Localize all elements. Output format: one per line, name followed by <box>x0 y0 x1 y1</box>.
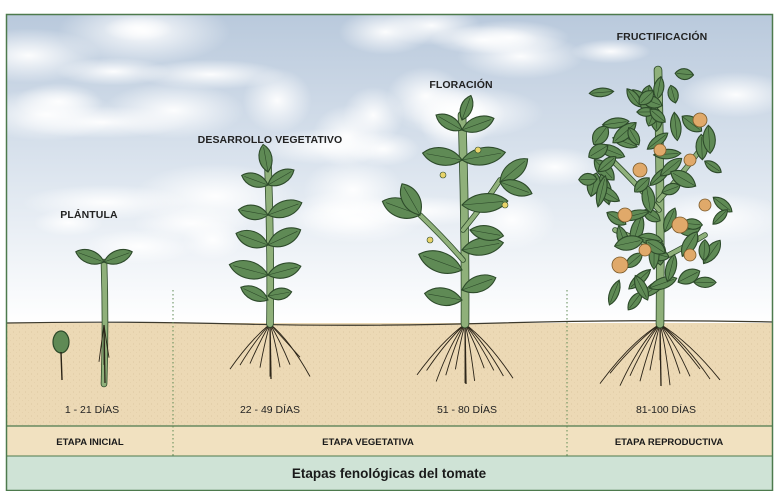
days-floracion: 51 - 80 DÍAS <box>437 403 497 416</box>
cloud-puff <box>430 25 538 54</box>
cloud-puff <box>339 9 433 54</box>
seed <box>53 331 69 353</box>
stage-title-fructificacion: FRUCTIFICACIÓN <box>617 30 708 43</box>
stage-title-plantula: PLÁNTULA <box>60 208 118 221</box>
phase-etapa-inicial: ETAPA INICIAL <box>56 437 124 448</box>
tomato-fruit <box>684 249 696 261</box>
tomato-fruit <box>672 217 688 233</box>
cloud-puff <box>15 83 103 120</box>
cloud-puff <box>182 220 243 260</box>
tomato-fruit <box>612 257 628 273</box>
flower <box>502 202 508 208</box>
phase-etapa-vegetativa: ETAPA VEGETATIVA <box>322 437 414 448</box>
tomato-fruit <box>633 163 647 177</box>
cloud-puff <box>102 82 244 138</box>
cloud-puff <box>343 87 404 144</box>
flower <box>427 237 433 243</box>
flower <box>475 147 481 153</box>
tomato-fruit <box>654 144 666 156</box>
days-plantula: 1 - 21 DÍAS <box>65 403 119 416</box>
cloud-puff <box>303 157 404 222</box>
stage-title-desarrollo-vegetativo: DESARROLLO VEGETATIVO <box>198 134 343 146</box>
cloud-puff <box>571 39 651 63</box>
days-fructificacion: 81-100 DÍAS <box>636 403 696 416</box>
tomato-fruit <box>699 199 711 211</box>
tomato-fruit <box>684 154 696 166</box>
flower <box>440 172 446 178</box>
figure-caption: Etapas fenológicas del tomate <box>292 466 487 481</box>
tomato-fruit <box>693 113 707 127</box>
stage-title-floracion: FLORACIÓN <box>429 78 492 91</box>
tomato-fruit <box>618 208 632 222</box>
phase-etapa-reproductiva: ETAPA REPRODUCTIVA <box>615 437 724 448</box>
cloud-puff <box>103 16 173 41</box>
tomato-fruit <box>639 244 651 256</box>
days-desarrollo-vegetativo: 22 - 49 DÍAS <box>240 403 300 416</box>
